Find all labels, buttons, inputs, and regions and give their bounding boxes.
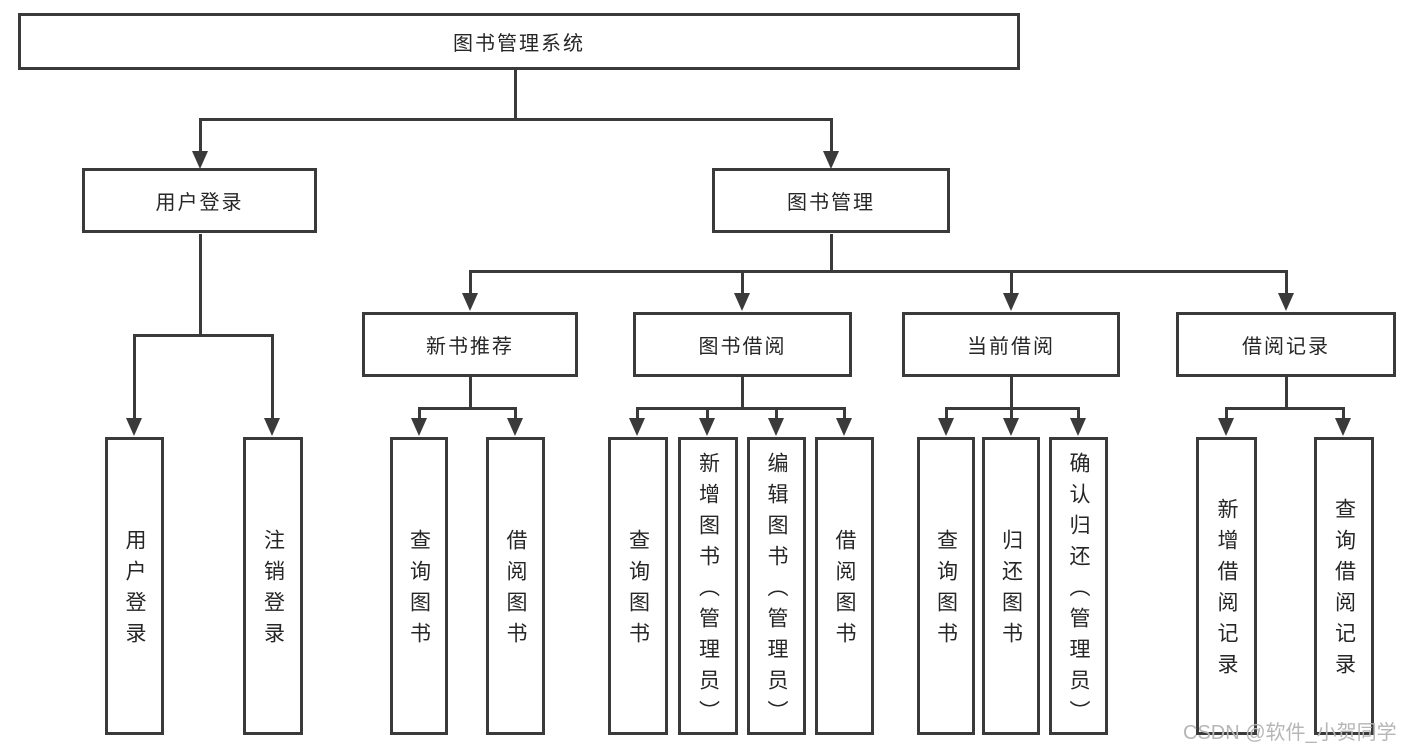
- arrowhead-book-borrow: [734, 293, 750, 311]
- connector-drop-bb-borrow: [843, 407, 846, 421]
- node-book-mgmt-label: 图书管理: [787, 192, 875, 214]
- connector-new-books-stem: [469, 376, 472, 410]
- node-cb-confirm: 确认归还（管理员）: [1049, 437, 1108, 735]
- node-bb-borrow: 借阅图书: [815, 437, 874, 735]
- node-login-label: 用户登录: [123, 529, 146, 653]
- connector-user-login-stem: [199, 234, 202, 336]
- node-current-borrow: 当前借阅: [902, 312, 1120, 377]
- node-user-login-label: 用户登录: [155, 192, 244, 214]
- node-new-books: 新书推荐: [362, 312, 578, 377]
- connector-root-stem: [514, 68, 517, 120]
- arrowhead-login: [126, 418, 142, 436]
- arrowhead-nb-query: [411, 418, 427, 436]
- arrowhead-bb-edit: [768, 418, 784, 436]
- arrowhead-logout: [264, 418, 280, 436]
- node-user-login: 用户登录: [82, 168, 317, 233]
- node-borrow-records: 借阅记录: [1176, 312, 1396, 377]
- arrowhead-current-borrow: [1003, 293, 1019, 311]
- arrowhead-br-query: [1335, 418, 1351, 436]
- node-logout: 注销登录: [243, 437, 303, 735]
- connector-level1-rail: [199, 118, 833, 121]
- arrowhead-bb-borrow: [836, 418, 852, 436]
- node-bb-borrow-label: 借阅图书: [833, 529, 856, 653]
- connector-borrow-records-stem: [1285, 376, 1288, 410]
- connector-drop-nb-query: [418, 407, 421, 421]
- connector-drop-br-add: [1225, 407, 1228, 421]
- connector-book-borrow-stem: [741, 376, 744, 410]
- node-book-borrow-label: 图书借阅: [698, 336, 787, 358]
- node-br-query: 查询借阅记录: [1314, 437, 1374, 735]
- connector-drop-borrow-records: [1285, 270, 1288, 296]
- connector-borrow-records-rail: [1225, 407, 1345, 410]
- connector-book-mgmt-stem: [830, 234, 833, 272]
- connector-drop-br-query: [1342, 407, 1345, 421]
- node-cb-query: 查询图书: [917, 437, 975, 735]
- node-book-mgmt: 图书管理: [712, 168, 950, 233]
- connector-drop-bb-edit: [775, 407, 778, 421]
- arrowhead-cb-confirm: [1070, 418, 1086, 436]
- node-cb-query-label: 查询图书: [934, 529, 958, 653]
- connector-user-login-rail: [133, 334, 274, 337]
- node-bb-edit: 编辑图书（管理员）: [747, 437, 806, 735]
- node-login: 用户登录: [105, 437, 164, 735]
- connector-drop-user-login: [199, 118, 202, 154]
- node-cb-return: 归还图书: [982, 437, 1040, 735]
- connector-drop-cb-confirm: [1077, 407, 1080, 421]
- node-nb-query: 查询图书: [390, 437, 448, 735]
- node-bb-query-label: 查询图书: [626, 529, 650, 653]
- connector-book-borrow-rail: [636, 407, 846, 410]
- node-current-borrow-label: 当前借阅: [967, 336, 1055, 358]
- node-new-books-label: 新书推荐: [426, 336, 514, 358]
- node-root: 图书管理系统: [18, 13, 1020, 70]
- connector-drop-bb-query: [636, 407, 639, 421]
- connector-current-borrow-stem: [1010, 376, 1013, 410]
- connector-new-books-rail: [418, 407, 517, 410]
- connector-drop-book-mgmt: [830, 118, 833, 154]
- csdn-watermark: CSDN @软件_小贺同学: [1183, 722, 1397, 744]
- connector-drop-login: [133, 334, 136, 420]
- node-nb-query-label: 查询图书: [407, 529, 431, 653]
- connector-drop-cb-return: [1010, 407, 1013, 421]
- node-br-add: 新增借阅记录: [1196, 437, 1257, 735]
- connector-drop-current-borrow: [1010, 270, 1013, 296]
- node-nb-borrow-label: 借阅图书: [504, 529, 527, 653]
- arrowhead-book-mgmt: [823, 151, 839, 169]
- node-br-add-label: 新增借阅记录: [1215, 498, 1238, 684]
- arrowhead-cb-return: [1003, 418, 1019, 436]
- connector-drop-logout: [271, 334, 274, 420]
- node-bb-add-label: 新增图书（管理员）: [696, 451, 720, 731]
- node-cb-confirm-label: 确认归还（管理员）: [1067, 451, 1090, 731]
- node-root-label: 图书管理系统: [453, 33, 585, 55]
- arrowhead-cb-query: [938, 418, 954, 436]
- node-br-query-label: 查询借阅记录: [1332, 498, 1356, 684]
- node-nb-borrow: 借阅图书: [486, 437, 545, 735]
- connector-drop-new-books: [469, 270, 472, 296]
- arrowhead-bb-add: [699, 418, 715, 436]
- arrowhead-user-login: [192, 151, 208, 169]
- node-bb-query: 查询图书: [608, 437, 668, 735]
- node-book-borrow: 图书借阅: [633, 312, 852, 377]
- connector-drop-bb-add: [706, 407, 709, 421]
- connector-drop-nb-borrow: [514, 407, 517, 421]
- arrowhead-nb-borrow: [507, 418, 523, 436]
- node-borrow-records-label: 借阅记录: [1242, 336, 1330, 358]
- node-cb-return-label: 归还图书: [999, 529, 1023, 653]
- arrowhead-new-books: [462, 293, 478, 311]
- node-bb-edit-label: 编辑图书（管理员）: [765, 451, 788, 731]
- connector-drop-cb-query: [945, 407, 948, 421]
- node-logout-label: 注销登录: [261, 529, 285, 653]
- arrowhead-borrow-records: [1278, 293, 1294, 311]
- node-bb-add: 新增图书（管理员）: [678, 437, 738, 735]
- arrowhead-bb-query: [629, 418, 645, 436]
- connector-drop-book-borrow: [741, 270, 744, 296]
- connector-level3-rail: [469, 270, 1288, 273]
- arrowhead-br-add: [1218, 418, 1234, 436]
